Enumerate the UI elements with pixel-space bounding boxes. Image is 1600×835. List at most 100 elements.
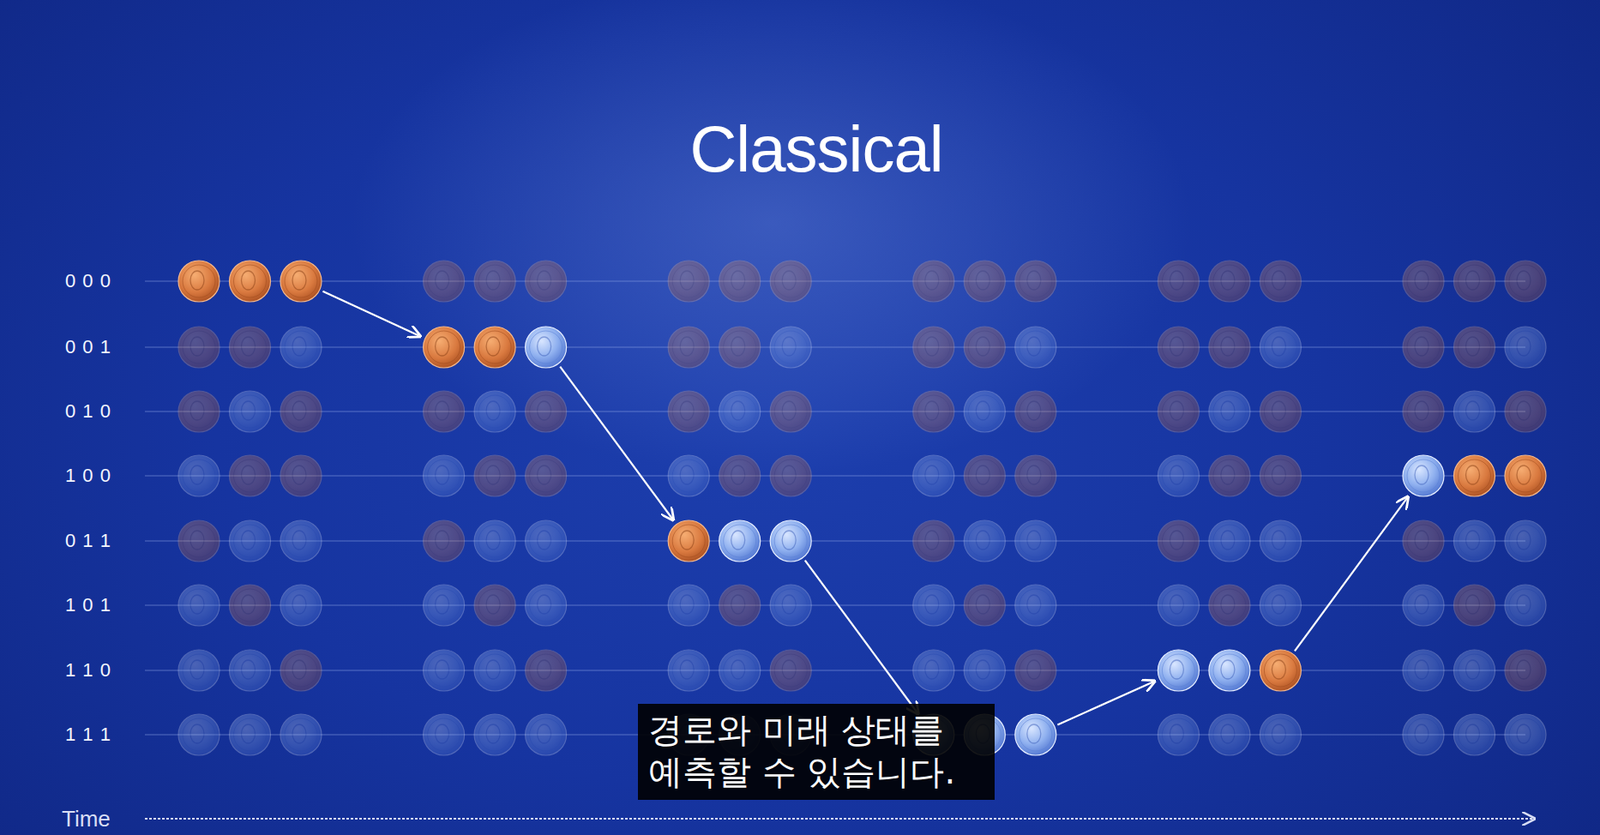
coin-rim [1161, 395, 1195, 428]
coin-face [1402, 455, 1444, 497]
state-label: 0 0 1 [65, 336, 112, 359]
coin-face [229, 455, 271, 497]
coin-face [913, 584, 955, 626]
coin-rim [917, 395, 951, 428]
coin-face [423, 390, 465, 433]
coin-rim [478, 524, 512, 558]
penny-coin [474, 455, 516, 497]
coin-rim [284, 589, 318, 622]
coin-portrait [975, 530, 990, 550]
coin-face [474, 326, 516, 368]
coin-portrait [731, 336, 746, 356]
coin-portrait [435, 724, 450, 744]
penny-coin [1259, 390, 1301, 433]
coin-portrait [1271, 530, 1286, 550]
penny-coin [719, 455, 761, 497]
coin-portrait [975, 336, 990, 356]
coin-rim [529, 524, 563, 558]
coin-portrait [1516, 724, 1531, 744]
coin-face [1402, 714, 1444, 756]
coin-rim [182, 264, 216, 298]
coin-rim [672, 589, 705, 622]
coin-rim [182, 654, 216, 687]
penny-coin [963, 455, 1005, 497]
coin-face [178, 326, 220, 368]
coin-face [1259, 714, 1301, 756]
coin-rim [968, 524, 1001, 558]
time-axis [144, 818, 1534, 820]
subtitle-text: 경로와 미래 상태를 예측할 수 있습니다. [648, 709, 985, 794]
quarter-coin [719, 649, 761, 692]
coin-rim [1019, 589, 1053, 622]
penny-coin [280, 649, 322, 692]
state-label: 1 1 1 [65, 723, 112, 746]
coin-face [1402, 260, 1444, 302]
coin-face [423, 520, 465, 562]
coin-face [769, 326, 812, 368]
coin-rim [1509, 589, 1542, 622]
coin-rim [182, 589, 216, 622]
penny-coin [474, 326, 516, 368]
coin-face [1454, 649, 1496, 692]
penny-coin [1209, 326, 1251, 368]
coin-rim [529, 264, 563, 298]
quarter-coin [913, 584, 955, 626]
coin-portrait [537, 270, 552, 290]
coin-portrait [679, 270, 694, 290]
quarter-coin [1259, 520, 1301, 562]
quarter-coin [280, 714, 322, 756]
coin-portrait [486, 660, 500, 680]
quarter-coin [423, 714, 465, 756]
coin-portrait [679, 595, 694, 614]
quarter-coin [1157, 649, 1199, 692]
coin-rim [234, 654, 267, 687]
coin-rim [774, 395, 807, 428]
coin-rim [774, 459, 807, 493]
penny-coin [1259, 455, 1301, 497]
coin-face [423, 260, 465, 302]
coin-rim [968, 589, 1001, 622]
path-arrow [559, 366, 673, 520]
coin-face [719, 390, 761, 433]
coin-rim [1263, 264, 1297, 298]
coin-rim [968, 395, 1001, 428]
coin-face [1504, 649, 1546, 692]
penny-coin [667, 326, 710, 368]
coin-rim [529, 718, 563, 752]
coin-rim [529, 459, 563, 493]
coin-face [1454, 714, 1496, 756]
coin-rim [1509, 718, 1542, 752]
coin-portrait [292, 724, 307, 744]
coin-face [280, 649, 322, 692]
quarter-coin [769, 584, 812, 626]
coin-portrait [1027, 724, 1041, 744]
quarter-coin [1209, 649, 1251, 692]
coin-portrait [1221, 530, 1235, 550]
coin-rim [968, 264, 1001, 298]
state-label: 0 0 0 [65, 270, 112, 293]
coin-face [229, 326, 271, 368]
coin-rim [478, 264, 512, 298]
coin-face [719, 455, 761, 497]
quarter-coin [1504, 326, 1546, 368]
quarter-coin [1454, 520, 1496, 562]
coin-rim [427, 459, 461, 493]
coin-rim [1458, 718, 1492, 752]
coin-rim [1407, 654, 1440, 687]
coin-portrait [486, 336, 500, 356]
coin-rim [1407, 718, 1440, 752]
coin-face [474, 390, 516, 433]
coin-portrait [1221, 660, 1235, 680]
coin-face [1259, 520, 1301, 562]
coin-portrait [241, 595, 256, 614]
coin-portrait [1516, 530, 1531, 550]
quarter-coin [963, 390, 1005, 433]
coin-rim [968, 330, 1001, 364]
coin-rim [182, 395, 216, 428]
coin-face [423, 649, 465, 692]
coin-face [1259, 260, 1301, 302]
coin-rim [478, 459, 512, 493]
penny-coin [280, 390, 322, 433]
coin-portrait [781, 595, 796, 614]
penny-coin [1015, 260, 1057, 302]
